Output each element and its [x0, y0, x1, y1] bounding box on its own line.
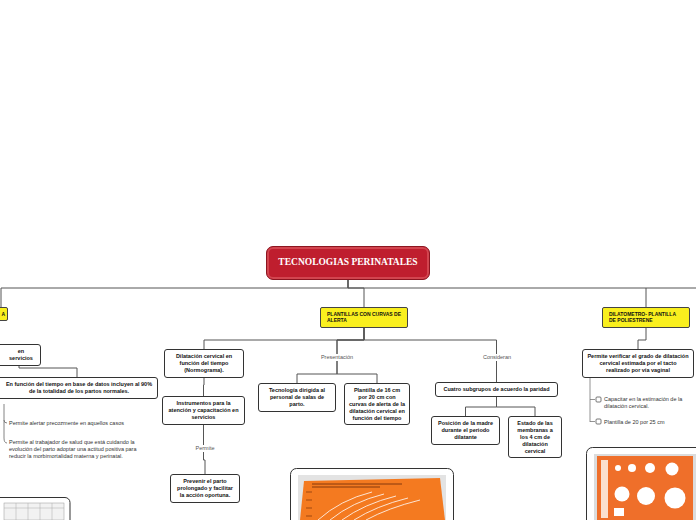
topic-box: Dilatación cervical en función del tiemp… [164, 349, 244, 378]
connector [638, 328, 646, 350]
branch-label: Permite [187, 445, 223, 452]
branch-box: PLANTILLAS CON CURVAS DE ALERTA [320, 307, 408, 328]
topic-box: Posición de la madre durante el periodo … [431, 416, 500, 445]
node-text: Estado de las membranas a los 4 cm de di… [513, 420, 557, 454]
note-text: Plantilla de 20 por 25 cm [604, 419, 694, 426]
topic-box: En función del tiempo en base de datos i… [0, 377, 158, 399]
connector [348, 280, 646, 307]
checkbox-symbol [596, 397, 601, 424]
node-text: TECNOLOGIAS PERINATALES [273, 257, 423, 269]
topic-box: en servicios [0, 344, 41, 366]
note-text: Permite al trabajador de salud que está … [9, 439, 143, 460]
node-text: Cuatro subgrupos de acuerdo la paridad [440, 386, 553, 393]
node-text: Plantilla de 16 cm por 20 cm con curvas … [349, 387, 405, 421]
node-text: DILATOMETRO- PLANTILLA DE POLIESTRENE [609, 311, 683, 324]
node-text: Dilatación cervical en función del tiemp… [169, 353, 239, 374]
connector [297, 328, 364, 384]
topic-box: Tecnología dirigida al personal de salas… [258, 383, 336, 412]
connector [348, 280, 364, 307]
node-text: A [1, 311, 5, 317]
trunk-line [646, 288, 696, 289]
topic-box: Prevenir el parto prolongado y facilitar… [170, 474, 240, 503]
topic-box: Estado de las membranas a los 4 cm de di… [508, 416, 562, 458]
image-frame-left [0, 498, 70, 520]
note-text: Capacitar en la estimación de la dilatac… [604, 396, 694, 410]
node-text: Prevenir el parto prolongado y facilitar… [175, 478, 235, 499]
dilatometer-photo [587, 448, 696, 520]
node-text: PLANTILLAS CON CURVAS DE ALERTA [327, 311, 401, 324]
branch-box: DILATOMETRO- PLANTILLA DE POLIESTRENE [602, 307, 690, 328]
topic-box: Instrumentos para la atención y capacita… [162, 396, 245, 425]
topic-box: Cuatro subgrupos de acuerdo la paridad [435, 382, 558, 397]
connector [19, 366, 77, 377]
connector [497, 397, 536, 416]
node-text: en servicios [6, 348, 36, 362]
node-text: Posición de la madre durante el periodo … [436, 420, 495, 441]
node-text: Instrumentos para la atención y capacita… [167, 400, 240, 421]
connector [1, 280, 348, 307]
left-bracket [4, 404, 7, 443]
template-photo [291, 469, 454, 520]
title-banner: TECNOLOGIAS PERINATALES [266, 246, 430, 280]
branch-label: Consideran [472, 354, 522, 361]
node-text: En función del tiempo en base de datos i… [5, 381, 153, 395]
topic-box: Plantilla de 16 cm por 20 cm con curvas … [344, 383, 410, 425]
connector [203, 378, 205, 396]
node-text: Tecnología dirigida al personal de salas… [263, 387, 331, 408]
note-text: Permite alertar precozmente en aquellos … [9, 420, 159, 427]
right-leader [590, 376, 595, 422]
node-text: Permite verificar el grado de dilatación… [587, 353, 689, 374]
branch-box: A [0, 307, 8, 321]
topic-box: Permite verificar el grado de dilatación… [582, 349, 694, 378]
connector [466, 397, 497, 416]
connector [204, 328, 364, 350]
branch-label: Presentación [312, 354, 362, 361]
